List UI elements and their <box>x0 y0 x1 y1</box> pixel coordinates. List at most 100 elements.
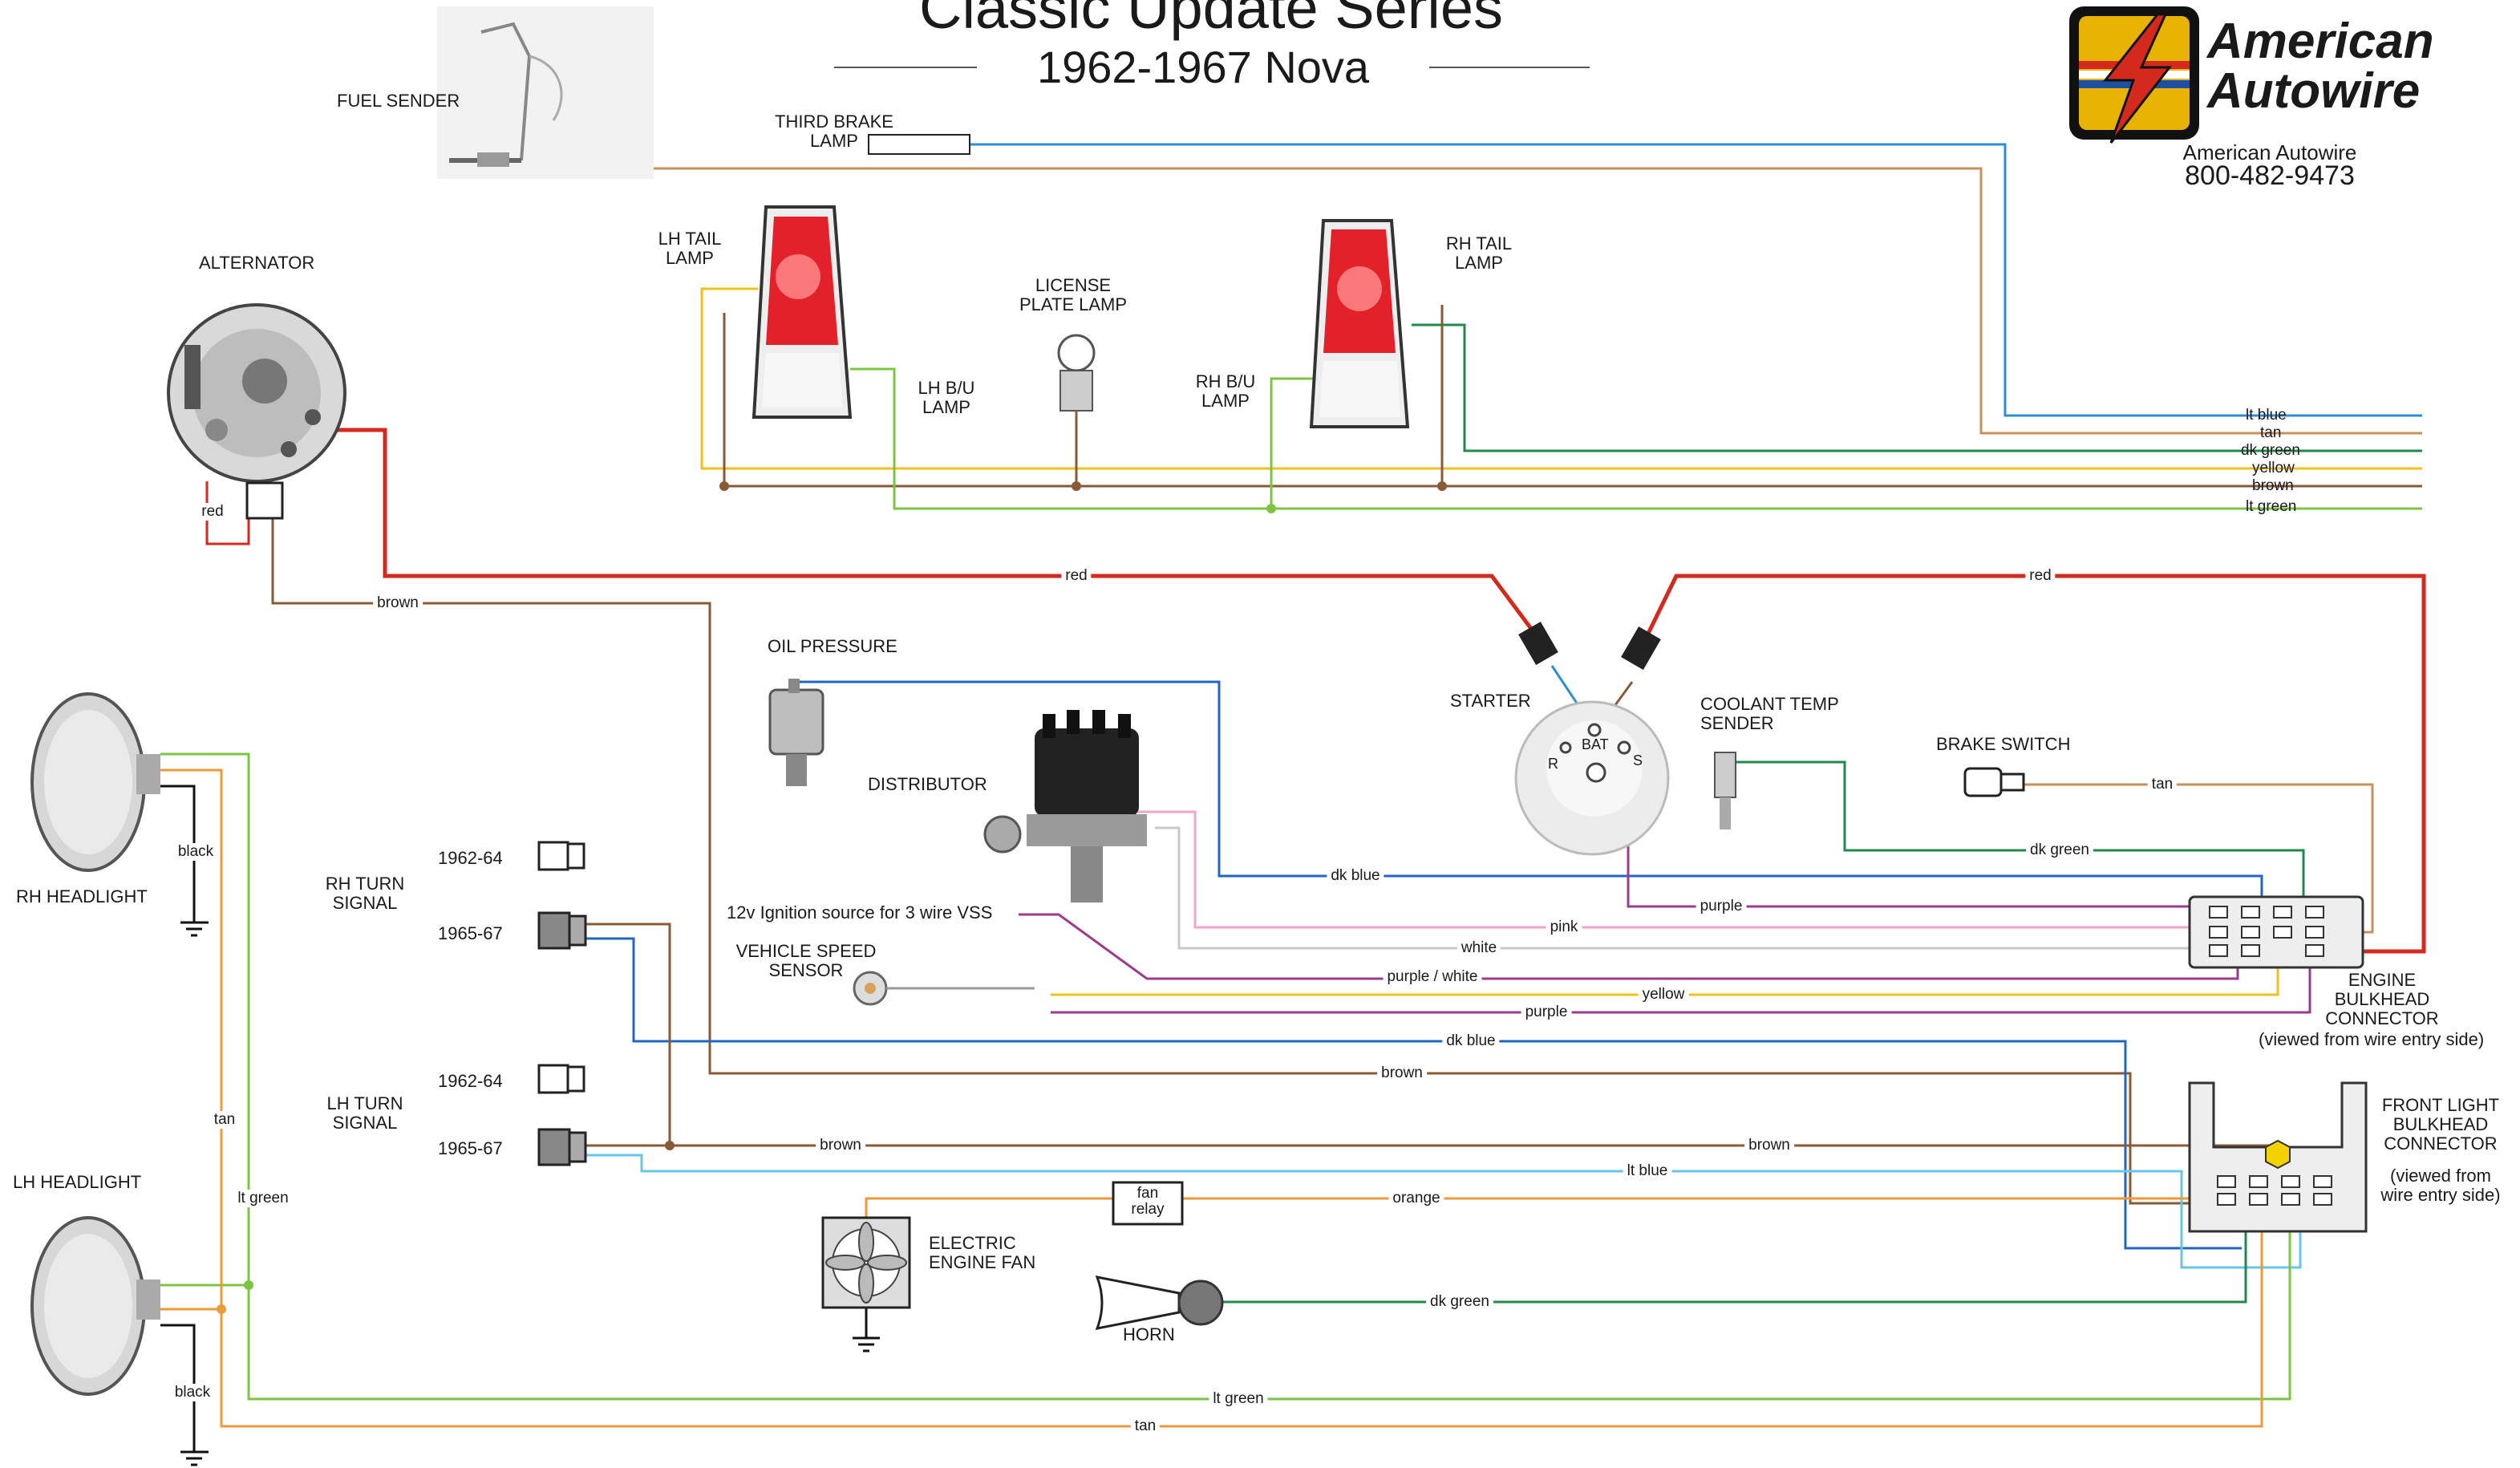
front-light-bulkhead-connector-icon <box>2188 1081 2368 1233</box>
coolant-temp-sender-icon <box>1714 752 1736 829</box>
oil-pressure-label: OIL PRESSURE <box>768 636 897 656</box>
lh-tail-lamp-icon <box>752 205 853 419</box>
wire-red-engine-bulkhead <box>1642 574 2426 954</box>
wire-lt-blue-third-brake <box>970 143 2326 417</box>
lh-turn-1965-label: 1965-67 <box>438 1138 503 1158</box>
brake-switch-icon <box>1963 767 2025 797</box>
license-plate-lamp-icon <box>1057 334 1096 481</box>
wire-label-dk-blue-oil: dk blue <box>1327 867 1384 885</box>
legend-tan: tan <box>2260 424 2282 441</box>
series-title: Classic Update Series <box>919 0 1503 41</box>
electric-engine-fan-icon <box>821 1216 911 1309</box>
wire-label-tan-brake: tan <box>2147 776 2178 793</box>
rh-turn-1962-label: 1962-64 <box>438 848 503 868</box>
legend-lt-green: lt green <box>2246 498 2297 515</box>
legend-yellow: yellow <box>2252 460 2295 476</box>
wire-white-distributor <box>1155 826 2206 950</box>
wire-label-tan-headlight: tan <box>209 1111 240 1129</box>
lh-turn-signal-plug-icon <box>537 1064 587 1166</box>
lh-headlight-icon <box>30 1216 160 1396</box>
legend-lt-blue: lt blue <box>2246 407 2287 424</box>
fan-relay-label: fan relay <box>1131 1185 1165 1218</box>
rh-tail-lamp-icon <box>1309 219 1410 428</box>
wire-pink-distributor <box>1131 810 2198 929</box>
wire-label-purple-white: purple / white <box>1383 968 1482 986</box>
wire-label-yellow-vss: yellow <box>1638 986 1689 1004</box>
lh-turn-1962-label: 1962-64 <box>438 1071 503 1091</box>
starter-solenoid-icon <box>1514 621 1670 856</box>
wire-label-lt-green-bottom: lt green <box>1209 1390 1268 1408</box>
wire-dk-green-coolant <box>1736 760 2305 916</box>
wire-label-brown-long: brown <box>1377 1065 1427 1082</box>
license-plate-lamp-label: LICENSE PLATE LAMP <box>1019 275 1128 314</box>
wire-dk-blue-rh-turn <box>585 937 2242 1250</box>
wire-yellow-lh-tail <box>700 287 2326 470</box>
front-light-bulkhead-label: FRONT LIGHT BULKHEAD CONNECTOR <box>2381 1095 2500 1154</box>
wire-label-dk-green-horn: dk green <box>1426 1293 1493 1311</box>
legend-dk-green: dk green <box>2241 442 2300 459</box>
brand-company: American Autowire <box>2182 140 2357 164</box>
wire-label-purple-vss: purple <box>1521 1004 1572 1021</box>
front-light-bulkhead-note: (viewed from wire entry side) <box>2380 1166 2501 1205</box>
starter-terminal-r: R <box>1548 756 1558 772</box>
starter-label: STARTER <box>1450 691 1531 711</box>
rh-turn-signal-label: RH TURN SIGNAL <box>325 874 405 913</box>
starter-terminal-s: S <box>1633 752 1643 768</box>
brand-phone: 800-482-9473 <box>2185 160 2355 191</box>
wire-black-lh-ground <box>160 1324 196 1452</box>
lh-turn-signal-label: LH TURN SIGNAL <box>326 1093 403 1133</box>
horn-icon <box>1095 1275 1224 1330</box>
alternator-icon <box>167 303 346 520</box>
wire-purple-white-ignition <box>1019 913 2239 980</box>
wire-label-black-rh: black <box>173 843 218 861</box>
wire-label-pink: pink <box>1546 919 1582 936</box>
lh-bu-lamp-label: LH B/U LAMP <box>918 378 975 417</box>
brake-switch-label: BRAKE SWITCH <box>1936 734 2071 754</box>
alternator-label: ALTERNATOR <box>199 253 315 273</box>
starter-terminal-bat: BAT <box>1582 736 1609 752</box>
wire-label-red-left: red <box>1061 567 1092 585</box>
vehicle-speed-sensor-label: VEHICLE SPEED SENSOR <box>735 941 877 980</box>
wire-black-rh-ground <box>160 785 196 923</box>
wire-lt-green-headlight <box>160 752 2291 1401</box>
fan-relay-box <box>1112 1181 1184 1226</box>
rh-tail-lamp-label: RH TAIL LAMP <box>1445 233 1513 273</box>
wire-lt-blue-lh-turn <box>585 1154 2302 1269</box>
vehicle-speed-sensor-icon <box>853 971 1035 1006</box>
rh-bu-lamp-label: RH B/U LAMP <box>1195 371 1256 411</box>
distributor-label: DISTRIBUTOR <box>868 774 987 794</box>
rh-turn-signal-plug-icon <box>537 841 587 950</box>
wire-dk-green-rh-tail <box>1412 323 2326 452</box>
engine-bulkhead-connector-icon <box>2188 895 2364 969</box>
lh-headlight-label: LH HEADLIGHT <box>13 1172 142 1192</box>
electric-engine-fan-label: ELECTRIC ENGINE FAN <box>929 1233 1036 1272</box>
wire-orange-fan <box>865 1197 2231 1219</box>
legend-brown: brown <box>2252 477 2294 494</box>
coolant-temp-sender-label: COOLANT TEMP SENDER <box>1700 694 1839 733</box>
wire-label-brown-turn-left: brown <box>816 1137 865 1154</box>
wire-label-orange-fan: orange <box>1388 1190 1444 1207</box>
oil-pressure-sender-icon <box>768 679 824 786</box>
fuel-sender-icon <box>437 6 654 179</box>
lh-tail-lamp-label: LH TAIL LAMP <box>658 229 722 268</box>
wire-label-lt-green-headlight: lt green <box>233 1190 293 1207</box>
wire-label-brown-turn-right: brown <box>1744 1137 1794 1154</box>
fuel-sender-label: FUEL SENDER <box>337 91 460 111</box>
wire-purple-vss <box>1051 951 2311 1014</box>
wire-label-brown-alt: brown <box>373 594 423 612</box>
wire-dk-green-horn <box>1223 1216 2247 1304</box>
distributor-icon <box>983 710 1147 902</box>
wire-tan-headlight <box>160 768 2263 1428</box>
engine-bulkhead-note: (viewed from wire entry side) <box>2259 1029 2485 1049</box>
wire-label-tan-bottom: tan <box>1130 1417 1161 1435</box>
wire-label-lt-blue-turn: lt blue <box>1623 1162 1672 1180</box>
brand-name-line2: Autowire <box>2207 63 2421 119</box>
rh-headlight-icon <box>30 692 160 872</box>
engine-bulkhead-label: ENGINE BULKHEAD CONNECTOR <box>2325 970 2439 1028</box>
wire-label-purple-coolant: purple <box>1696 898 1747 915</box>
wire-dk-blue-oil <box>794 680 2263 916</box>
ignition-source-label: 12v Ignition source for 3 wire VSS <box>727 902 993 923</box>
third-brake-lamp-icon <box>868 134 970 155</box>
rh-turn-1965-label: 1965-67 <box>438 923 503 943</box>
